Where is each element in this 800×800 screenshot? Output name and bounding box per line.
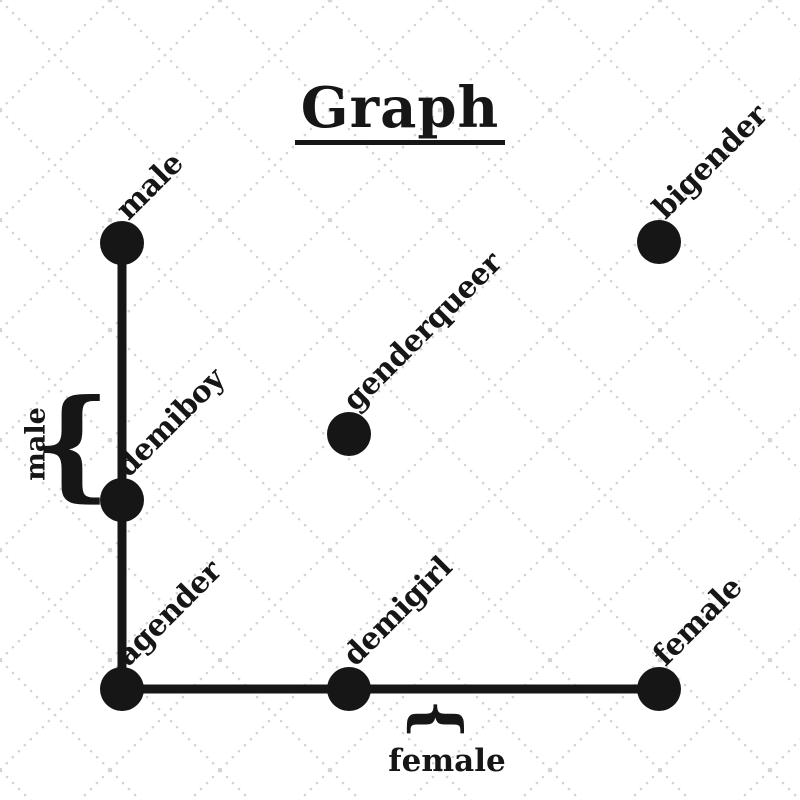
node-demiboy bbox=[100, 478, 144, 522]
page-title: Graph bbox=[0, 80, 800, 145]
node-genderqueer bbox=[327, 412, 371, 456]
node-label-female: female bbox=[646, 569, 750, 673]
node-female bbox=[637, 667, 681, 711]
node-label-genderqueer: genderqueer bbox=[336, 245, 509, 418]
node-label-bigender: bigender bbox=[646, 97, 775, 226]
bottom-curly-brace-icon: { bbox=[402, 699, 475, 739]
node-demigirl bbox=[327, 667, 371, 711]
node-agender bbox=[100, 667, 144, 711]
node-label-male: male bbox=[109, 145, 191, 227]
node-label-agender: agender bbox=[109, 553, 229, 673]
page-title-text: Graph bbox=[294, 80, 506, 145]
left-curly-brace-icon: { bbox=[33, 373, 111, 514]
female-brace-label: female bbox=[388, 743, 506, 779]
node-label-demigirl: demigirl bbox=[336, 550, 460, 673]
node-male bbox=[100, 221, 144, 265]
node-label-demiboy: demiboy bbox=[109, 361, 232, 484]
node-bigender bbox=[637, 220, 681, 264]
